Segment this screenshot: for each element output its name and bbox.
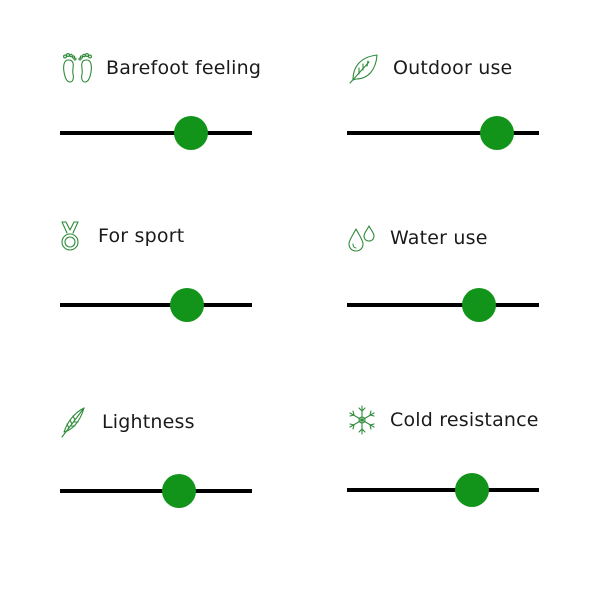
- feature-water: Water use: [344, 218, 544, 338]
- slider-thumb[interactable]: [462, 288, 497, 322]
- feature-cold: Cold resistance: [344, 400, 544, 520]
- lightness-slider[interactable]: [60, 474, 252, 508]
- feature-header: Outdoor use: [347, 48, 512, 88]
- feature-label: Cold resistance: [390, 409, 539, 431]
- slider-track[interactable]: [347, 131, 539, 135]
- barefoot-slider[interactable]: [60, 116, 252, 150]
- leaf-icon: [347, 50, 383, 86]
- slider-track[interactable]: [347, 303, 539, 307]
- feature-header: Water use: [344, 218, 488, 258]
- feature-label: Lightness: [102, 411, 195, 433]
- feature-label: Water use: [390, 227, 488, 249]
- feature-header: For sport: [52, 216, 184, 256]
- feather-icon: [56, 404, 92, 440]
- feature-barefoot: Barefoot feeling: [60, 48, 261, 168]
- feature-header: Lightness: [56, 402, 195, 442]
- feature-lightness: Lightness: [56, 402, 256, 522]
- feature-header: Barefoot feeling: [60, 48, 261, 88]
- feature-label: Barefoot feeling: [106, 57, 262, 79]
- feature-label: Outdoor use: [393, 57, 513, 79]
- slider-thumb[interactable]: [162, 474, 197, 508]
- slider-track[interactable]: [60, 303, 252, 307]
- feet-icon: [60, 50, 96, 86]
- outdoor-slider[interactable]: [347, 116, 539, 150]
- feature-label: For sport: [98, 225, 185, 247]
- slider-thumb[interactable]: [479, 116, 514, 150]
- slider-thumb[interactable]: [169, 288, 204, 322]
- cold-slider[interactable]: [347, 473, 539, 507]
- feature-header: Cold resistance: [344, 400, 539, 440]
- slider-track[interactable]: [60, 131, 252, 135]
- feature-sport: For sport: [52, 216, 252, 336]
- medal-icon: [52, 218, 88, 254]
- slider-track[interactable]: [347, 488, 539, 492]
- snowflake-icon: [344, 402, 380, 438]
- slider-thumb[interactable]: [454, 473, 489, 507]
- sport-slider[interactable]: [60, 288, 252, 322]
- slider-thumb[interactable]: [173, 116, 208, 150]
- slider-track[interactable]: [60, 489, 252, 493]
- water-drops-icon: [344, 220, 380, 256]
- feature-outdoor: Outdoor use: [347, 48, 547, 168]
- water-slider[interactable]: [347, 288, 539, 322]
